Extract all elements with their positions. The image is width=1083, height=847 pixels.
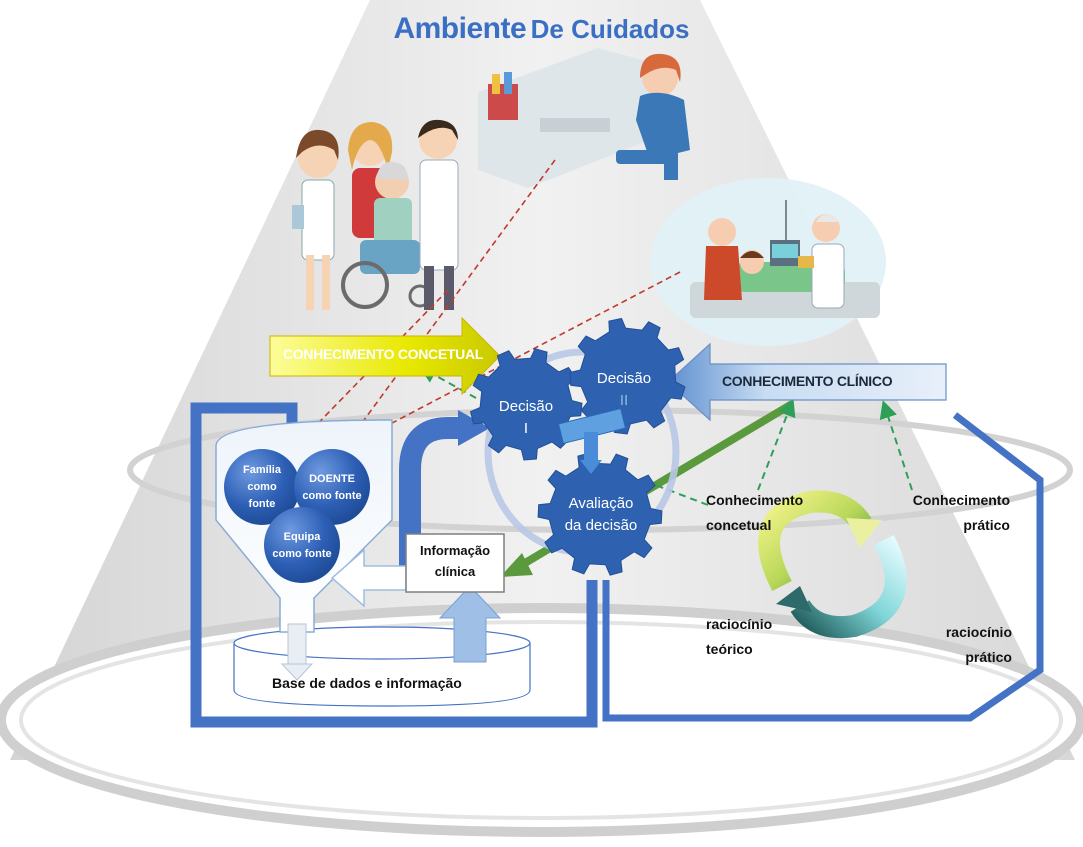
title-part2: De Cuidados	[530, 14, 690, 44]
source-balls	[224, 449, 370, 583]
decision-two-gear	[569, 317, 686, 435]
patient-source-ball	[294, 449, 370, 525]
green-arrow-head	[500, 553, 533, 577]
clinical-info-label: Informação clínica	[419, 543, 491, 579]
loop-arrow-to-gear	[399, 417, 462, 590]
team-source-ball	[264, 507, 340, 583]
left-container	[190, 402, 1044, 728]
care-team-illustration	[292, 119, 459, 310]
nurse-at-computer-illustration	[478, 48, 690, 188]
decision-one-gear	[469, 348, 583, 461]
clinical-info-box	[405, 533, 505, 593]
clinical-knowledge-arrow	[667, 342, 947, 422]
database-label: Base de dados e informação	[272, 675, 462, 691]
theoretical-reasoning-text: raciocínio teórico	[706, 616, 773, 657]
decision-link-connector	[557, 407, 627, 474]
practical-knowledge-text: Conhecimento prático	[912, 492, 1010, 533]
decision-gears	[469, 317, 686, 576]
hospital-bed-scene-illustration	[650, 178, 886, 346]
practical-reasoning-text: raciocínio prático	[945, 624, 1012, 665]
family-source-label: Família como fonte	[243, 464, 281, 510]
conceptual-knowledge-label: CONHECIMENTO CONCETUAL	[283, 346, 484, 362]
evaluation-gear	[537, 452, 663, 576]
circular-arrows-icon	[758, 490, 907, 639]
conceptual-knowledge-text: Conhecimento concetual	[706, 492, 804, 533]
title-part1: Ambiente	[393, 12, 527, 45]
arrow-database-to-clinical-info	[438, 585, 502, 663]
patient-source-label: DOENTE como fonte	[302, 473, 362, 502]
arrow-clinical-info-to-funnel	[330, 548, 407, 608]
diagram-title: Ambiente De Cuidados	[0, 12, 1083, 46]
loop-arrow-head	[458, 410, 490, 446]
family-source-ball	[224, 449, 300, 525]
decision-one-label: Decisão I	[498, 398, 554, 437]
clinical-knowledge-label: CONHECIMENTO CLÍNICO	[722, 373, 893, 389]
decision-two-label: Decisão II	[596, 370, 652, 409]
team-source-label: Equipa como fonte	[272, 531, 332, 560]
evaluation-label: Avaliação da decisão	[564, 495, 638, 534]
